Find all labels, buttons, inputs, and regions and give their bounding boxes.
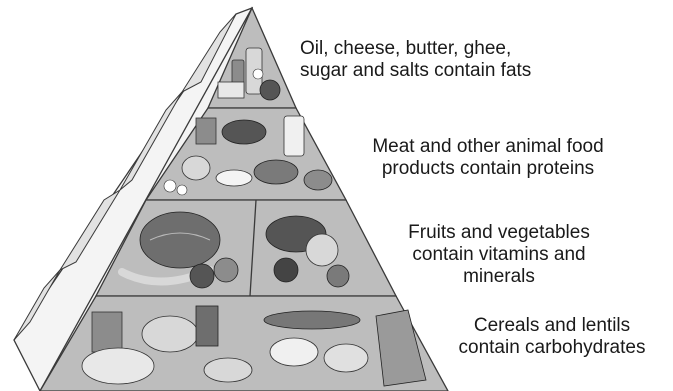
tier-label-line: products contain proteins <box>360 158 616 180</box>
tier-label-line: contain vitamins and <box>386 244 612 266</box>
tier-label-proteins: Meat and other animal food products cont… <box>360 136 616 180</box>
pyramid-tier-carbs <box>40 296 448 391</box>
tier-label-carbs: Cereals and lentils contain carbohydrate… <box>432 315 672 359</box>
tier-label-line: Cereals and lentils <box>432 315 672 337</box>
tier-label-line: Meat and other animal food <box>360 136 616 158</box>
tier-label-vitamins: Fruits and vegetables contain vitamins a… <box>386 222 612 288</box>
tier-label-line: contain carbohydrates <box>432 337 672 359</box>
tier-label-line: Oil, cheese, butter, ghee, <box>300 38 490 60</box>
pyramid-tier-vitamins <box>96 200 396 296</box>
tier-label-fats: Oil, cheese, butter, ghee, sugar and sal… <box>300 38 490 82</box>
tier-label-line: minerals <box>386 266 612 288</box>
tier-label-line: sugar and salts contain fats <box>300 60 490 82</box>
tier-label-line: Fruits and vegetables <box>386 222 612 244</box>
